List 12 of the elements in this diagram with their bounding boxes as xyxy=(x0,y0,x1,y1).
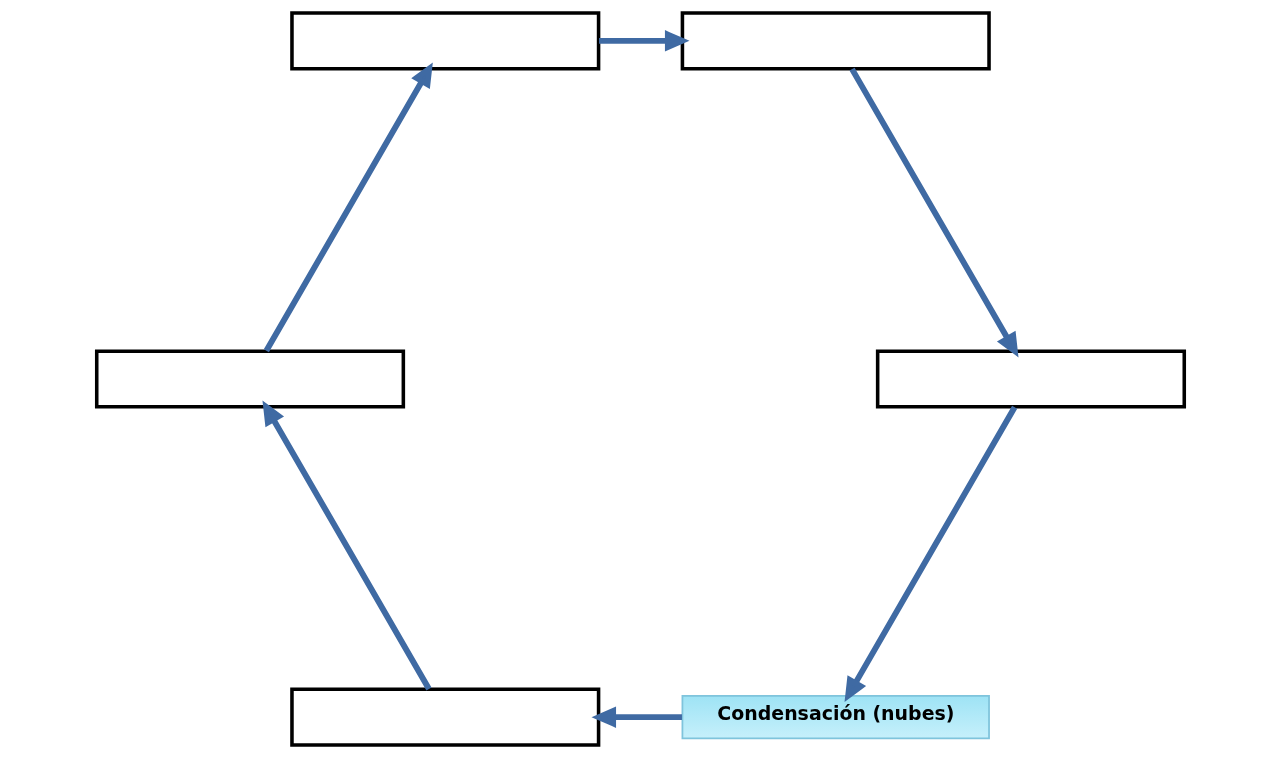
arrow xyxy=(848,67,1019,358)
node-box xyxy=(289,11,600,71)
arrow xyxy=(263,62,433,353)
arrow xyxy=(261,400,432,691)
node-box xyxy=(289,687,600,747)
arrow xyxy=(844,405,1017,702)
node-box xyxy=(875,349,1186,409)
node-box xyxy=(94,349,405,409)
node-box xyxy=(680,11,991,71)
node-box: Condensación (nubes) xyxy=(681,694,990,740)
arrow xyxy=(591,706,682,728)
arrow xyxy=(598,30,689,52)
